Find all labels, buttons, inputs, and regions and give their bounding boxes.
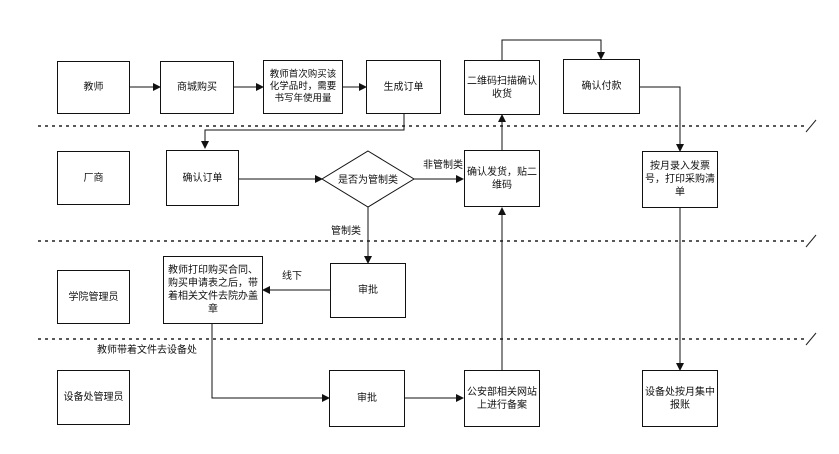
- node-equip-approve-text: 审批: [357, 393, 377, 404]
- lane-tick-2: [805, 234, 817, 248]
- node-print-contract: 教师打印购买合同、购买申请表之后，带着相关文件去院办盖章: [163, 256, 263, 324]
- connectors: [130, 39, 684, 402]
- lane-label-equip-admin: 设备处管理员: [63, 392, 124, 403]
- edge-order-to-confirm: [201, 114, 405, 149]
- lane-header-equip-admin: 设备处管理员: [57, 370, 130, 425]
- node-college-approve-text: 审批: [358, 285, 378, 296]
- decision-diamond: [321, 150, 415, 208]
- node-confirm-order: 确认订单: [166, 150, 239, 206]
- node-first-purchase-note-text: 教师首次购买该化学品时，需要书写年使用量: [269, 69, 337, 104]
- node-confirm-payment-text: 确认付款: [581, 81, 622, 92]
- node-monthly-reimburse-text: 设备处按月集中报账: [645, 386, 715, 411]
- edge-label-offline: 线下: [282, 271, 302, 282]
- node-ship-label: 确认发货，贴二维码: [464, 150, 540, 207]
- node-scan-confirm: 二维码扫描确认收货: [464, 60, 540, 115]
- lane-separator-ticks: [805, 119, 817, 346]
- node-generate-order: 生成订单: [366, 60, 441, 114]
- node-mall-purchase: 商城购买: [160, 61, 234, 114]
- lane-tick-3: [805, 332, 817, 346]
- edge-label-non-controlled: 非管制类: [423, 160, 463, 171]
- node-confirm-order-text: 确认订单: [182, 172, 223, 184]
- edge-scan-to-payment: [501, 39, 605, 60]
- lane-label-teacher: 教师: [83, 82, 104, 93]
- edge-label-bring-docs: 教师带着文件去设备处: [97, 345, 197, 356]
- node-ship-label-text: 确认发货，贴二维码: [467, 166, 537, 191]
- node-generate-order-text: 生成订单: [383, 81, 424, 93]
- lane-label-college-admin: 学院管理员: [68, 291, 119, 303]
- node-police-record-text: 公安部相关网站上进行备案: [467, 386, 537, 411]
- node-equip-approve: 审批: [329, 370, 405, 427]
- lane-separators: [38, 125, 808, 340]
- lane-header-teacher: 教师: [57, 61, 130, 114]
- node-print-contract-text: 教师打印购买合同、购买申请表之后，带着相关文件去院办盖章: [168, 265, 258, 315]
- node-confirm-payment: 确认付款: [563, 59, 640, 114]
- edge-label-controlled: 管制类: [331, 226, 361, 237]
- node-police-record: 公安部相关网站上进行备案: [464, 370, 540, 427]
- lane-label-vendor: 厂商: [83, 172, 104, 184]
- edge-payment-to-invoice: [640, 86, 684, 152]
- node-monthly-reimburse: 设备处按月集中报账: [642, 370, 718, 427]
- lane-tick-1: [805, 119, 817, 133]
- node-monthly-invoice: 按月录入发票号，打印采购清单: [642, 151, 718, 208]
- node-first-purchase-note: 教师首次购买该化学品时，需要书写年使用量: [263, 60, 343, 114]
- lane-header-vendor: 厂商: [57, 151, 130, 205]
- node-scan-confirm-text: 二维码扫描确认收货: [467, 75, 537, 100]
- edge-contract-to-equip-approve: [211, 324, 330, 402]
- node-monthly-invoice-text: 按月录入发票号，打印采购清单: [645, 161, 715, 198]
- decision-text: 是否为管制类: [338, 173, 398, 186]
- node-college-approve: 审批: [330, 263, 406, 318]
- lane-header-college-admin: 学院管理员: [57, 270, 130, 324]
- node-mall-purchase-text: 商城购买: [177, 82, 217, 93]
